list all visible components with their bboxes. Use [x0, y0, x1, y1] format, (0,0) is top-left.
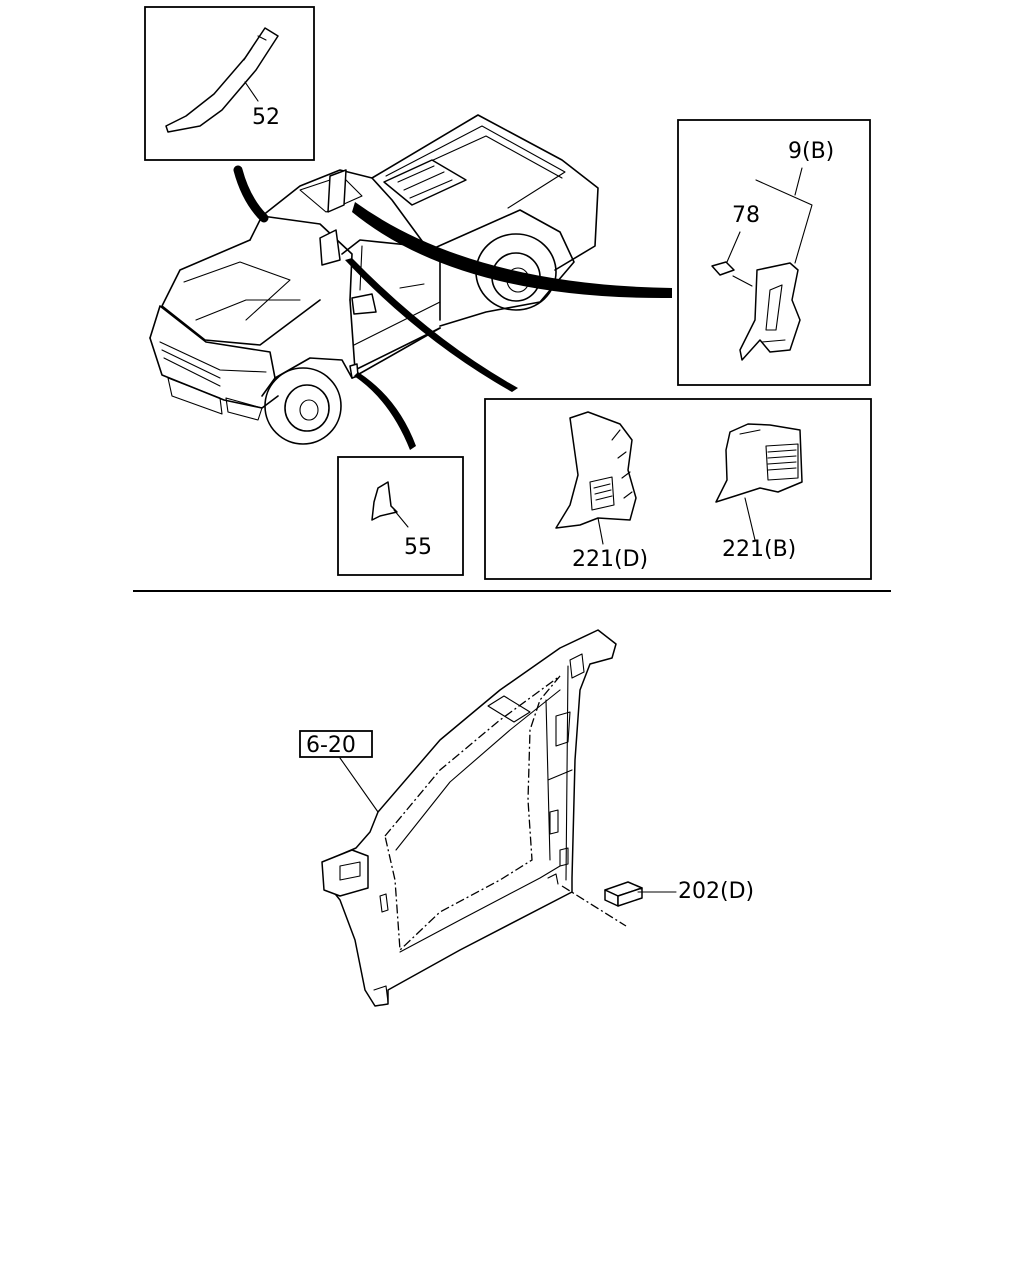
part-78-clip — [711, 261, 735, 276]
part-202d-block — [604, 881, 643, 907]
part-55-clip — [371, 481, 398, 521]
part-221b-trim — [715, 423, 803, 503]
detail-box-9b: 9(B) 78 — [677, 119, 871, 386]
detail-box-221: 221(D) 221(B) — [484, 398, 872, 580]
callout-9b: 9(B) — [788, 139, 834, 164]
side-body-panel — [321, 629, 617, 1007]
callout-box-6-20: 6-20 — [299, 730, 373, 758]
callout-202d: 202(D) — [678, 879, 754, 904]
part-52-garnish — [165, 27, 279, 133]
callout-78: 78 — [732, 203, 760, 228]
callout-55: 55 — [404, 535, 432, 560]
callout-221b: 221(B) — [722, 537, 796, 562]
callout-221d: 221(D) — [572, 547, 648, 572]
pickup-truck-illustration — [149, 114, 599, 445]
callout-52: 52 — [252, 105, 280, 130]
callout-6-20: 6-20 — [306, 733, 356, 758]
part-9b-pillar-trim — [739, 262, 801, 361]
detail-box-52: 52 — [144, 6, 315, 161]
part-221d-trim — [555, 411, 637, 529]
detail-box-55: 55 — [337, 456, 464, 576]
leader-lines — [233, 165, 672, 450]
